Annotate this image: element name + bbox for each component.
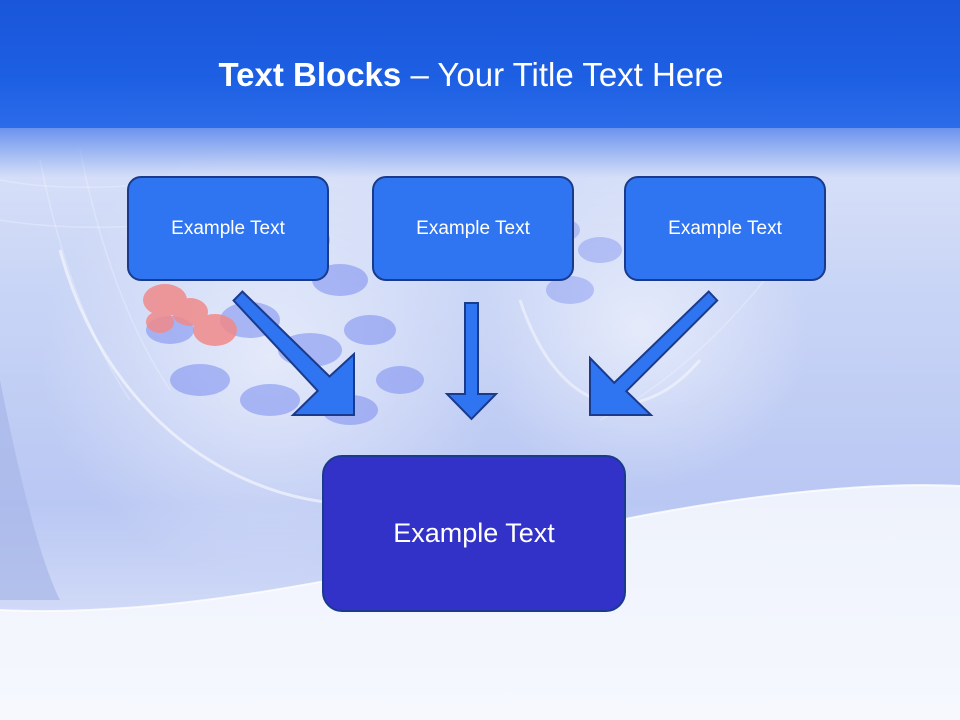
target-text-block-label: Example Text (393, 518, 555, 548)
text-block-2[interactable]: Example Text (372, 176, 574, 281)
text-block-3-label: Example Text (668, 217, 782, 239)
header-fade (0, 128, 960, 178)
text-block-1-label: Example Text (171, 217, 285, 239)
text-block-3[interactable]: Example Text (624, 176, 826, 281)
title-rest-part: Your Title Text Here (437, 56, 724, 93)
text-block-1[interactable]: Example Text (127, 176, 329, 281)
title-bold-part: Text Blocks (218, 56, 402, 93)
title-separator: – (410, 56, 429, 93)
header-band (0, 0, 960, 128)
slide-title: Text Blocks – Your Title Text Here (0, 50, 942, 100)
text-block-2-label: Example Text (416, 217, 530, 239)
target-text-block[interactable]: Example Text (322, 455, 626, 612)
